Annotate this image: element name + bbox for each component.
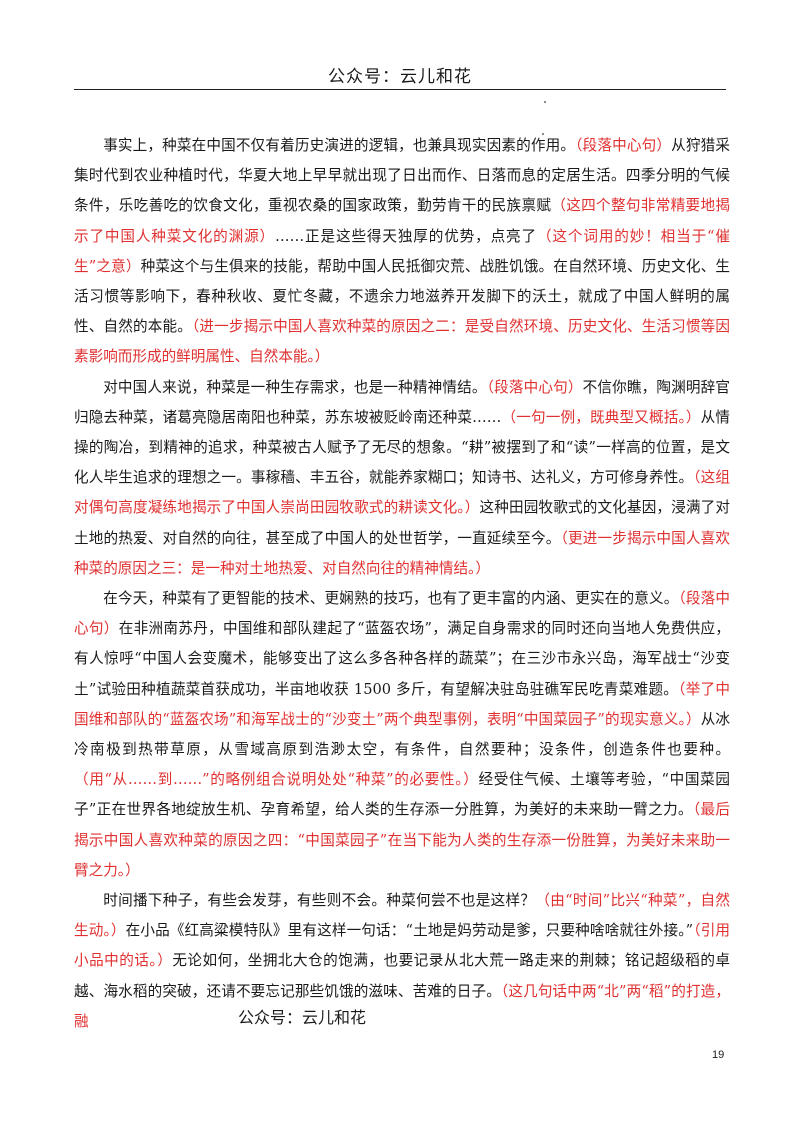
- scan-speck: [544, 101, 546, 103]
- annotation-note: （由“时间”比兴“种菜”，自然生动。）: [74, 892, 730, 940]
- annotation-note: （这几句话中两“北”两“稻”的打造，融: [74, 982, 730, 1030]
- body-text: 时间播下种子，有些会发芽，有些则不会。种菜何尝不也是这样？: [103, 892, 536, 910]
- body-text: 在今天，种菜有了更智能的技术、更娴熟的技巧，也有了更丰富的内涵、更实在的意义。: [103, 590, 679, 608]
- annotation-note: （段落中心句）: [575, 137, 672, 154]
- body-text: ……正是这些得天独厚的优势，点亮了: [275, 227, 537, 245]
- body-text: 从狩猎采集时代到农业种植时代，华夏大地上早早就出现了日出而作、日落而息的定居生活…: [74, 137, 730, 215]
- page-header-title: 公众号：云儿和花: [328, 67, 472, 87]
- body-paragraph: 时间播下种子，有些会发芽，有些则不会。种菜何尝不也是这样？（由“时间”比兴“种菜…: [74, 886, 730, 1037]
- scan-speck: [542, 133, 544, 135]
- annotation-note: （进一步揭示中国人喜欢种菜的原因之二：是受自然环境、历史文化、生活习惯等因素影响…: [74, 318, 730, 366]
- annotation-note: （更进一步揭示中国人喜欢种菜的原因之三：是一种对土地热爱、对自然向往的精神情结。…: [74, 529, 730, 577]
- body-text: 种菜这个与生俱来的技能，帮助中国人民抵御灾荒、战胜饥饿。在自然环境、历史文化、生…: [74, 257, 730, 336]
- article-body: 事实上，种菜在中国不仅有着历史演进的逻辑，也兼具现实因素的作用。（段落中心句）从…: [74, 131, 730, 1037]
- body-text: 这种田园牧歌式的文化基因，浸满了对土地的热爱、对自然的向往，甚至成了中国人的处世…: [74, 499, 730, 547]
- annotation-note: （段落中心句）: [486, 378, 583, 396]
- body-text: 在非洲南苏丹，中国维和部队建起了“蓝盔农场”，满足自身需求的同时还向当地人免费供…: [74, 620, 730, 698]
- body-text: 无论如何，坐拥北大仓的饱满，也要记录从北大荒一路走来的荆棘；铭记超级稻的卓越、海…: [74, 952, 730, 1000]
- annotation-note: （段落中心句）: [74, 590, 730, 638]
- annotation-note: （这四个整句非常精要地揭示了中国人种菜文化的渊源）: [74, 197, 730, 245]
- annotation-note: （引用小品中的话。）: [74, 922, 731, 970]
- annotation-note: （最后揭示中国人喜欢种菜的原因之四：“中国菜园子”在当下能为人类的生存添一份胜算…: [74, 801, 730, 879]
- body-text: 经受住气候、土壤等考验，“中国菜园子”正在世界各地绽放生机、孕育希望，给人类的生…: [74, 771, 730, 819]
- annotation-note: （用“从……到……”的略例组合说明处处“种菜”的必要性。）: [74, 771, 479, 789]
- body-text: 在小品《红高粱模特队》里有这样一句话：“土地是妈劳动是爹，只要种啥啥就往外接。”: [125, 922, 694, 940]
- body-paragraph: 对中国人来说，种菜是一种生存需求，也是一种精神情结。（段落中心句）不信你瞧，陶渊…: [74, 373, 730, 584]
- annotation-note: （举了中国维和部队的“蓝盔农场”和海军战士的“沙变土”两个典型事例，表明“中国菜…: [74, 680, 731, 728]
- body-text: 从冰冷南极到热带草原，从雪域高原到浩渺太空，有条件，自然要种；没条件，创造条件也…: [74, 710, 730, 759]
- header-divider: [74, 89, 726, 90]
- body-text: 对中国人来说，种菜是一种生存需求，也是一种精神情结。: [103, 378, 487, 396]
- body-text: 事实上，种菜在中国不仅有着历史演进的逻辑，也兼具现实因素的作用。: [103, 137, 576, 154]
- body-paragraph: 在今天，种菜有了更智能的技术、更娴熟的技巧，也有了更丰富的内涵、更实在的意义。（…: [74, 584, 730, 886]
- body-paragraph: 事实上，种菜在中国不仅有着历史演进的逻辑，也兼具现实因素的作用。（段落中心句）从…: [74, 131, 730, 373]
- footer-label: 公众号：云儿和花: [238, 1008, 367, 1027]
- annotation-note: （这个词用的妙！相当于“催生”之意）: [74, 227, 730, 275]
- annotation-note: （一句一例，既典型又概括。）: [501, 408, 701, 426]
- page-number: 19: [712, 1049, 725, 1061]
- body-text: 不信你瞧，陶渊明辞官归隐去种菜，诸葛亮隐居南阳也种菜，苏东坡被贬岭南还种菜……: [74, 378, 730, 426]
- body-text: 从情操的陶冶，到精神的追求，种菜被古人赋予了无尽的想象。“耕”被摆到了和“读”一…: [74, 408, 730, 487]
- annotation-note: （这组对偶句高度凝练地揭示了中国人崇尚田园牧歌式的耕读文化。）: [74, 469, 730, 517]
